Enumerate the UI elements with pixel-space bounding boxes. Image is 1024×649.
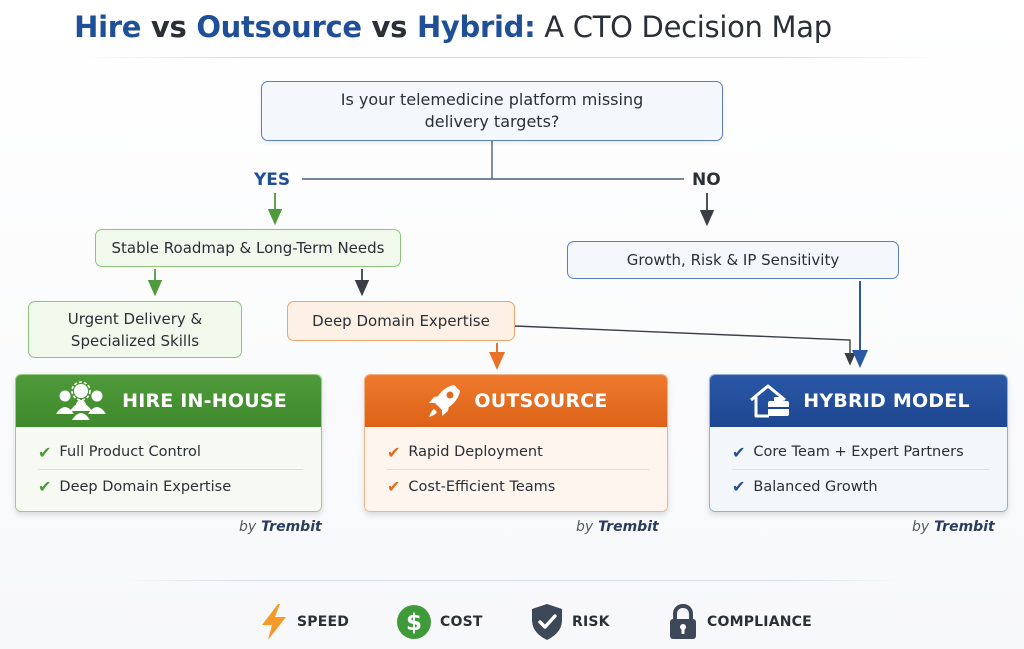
team-icon: [56, 381, 107, 420]
list-item: ✔ Core Team + Expert Partners: [732, 435, 989, 469]
byline-brand: Trembit: [934, 519, 995, 535]
byline-prefix: by: [239, 519, 257, 535]
check-icon: ✔: [732, 477, 746, 496]
shield-check-icon: [532, 604, 562, 640]
dollar-icon: $: [397, 605, 431, 639]
lightning-icon: [262, 604, 286, 640]
question-text: Is your telemedicine platform missing de…: [340, 90, 644, 131]
check-icon: ✔: [38, 442, 52, 462]
card-outsource-header: OUTSOURCE: [365, 375, 667, 427]
title-vs-1: vs: [141, 10, 197, 44]
node-growth-text: Growth, Risk & IP Sensitivity: [626, 251, 840, 269]
check-icon: ✔: [387, 477, 401, 496]
list-item-label: Full Product Control: [59, 444, 201, 460]
byline-prefix: by: [576, 519, 594, 535]
question-to-branches: [302, 141, 684, 180]
list-item-label: Rapid Deployment: [408, 444, 543, 460]
node-stable-text: Stable Roadmap & Long-Term Needs: [111, 239, 385, 257]
card-hybrid-list: ✔ Core Team + Expert Partners ✔ Balanced G…: [710, 427, 1007, 511]
title-hire: Hire: [74, 10, 142, 44]
legend-cost: $ COST: [396, 602, 483, 642]
list-item: ✔ Cost-Efficient Teams: [387, 469, 649, 503]
title-rest: A CTO Decision Map: [535, 10, 832, 44]
card-hire-title: HIRE IN-HOUSE: [122, 390, 287, 412]
legend-speed: SPEED: [259, 602, 349, 642]
card-hybrid-title: HYBRID MODEL: [803, 390, 970, 412]
decision-question: Is your telemedicine platform missing de…: [261, 81, 723, 141]
list-item: ✔ Full Product Control: [38, 435, 303, 469]
legend-speed-label: SPEED: [297, 614, 350, 630]
card-outsource-title: OUTSOURCE: [474, 390, 608, 412]
list-item-label: Core Team + Expert Partners: [753, 444, 964, 460]
card-outsource-list: ✔ Rapid Deployment ✔ Cost-Efficient Teams: [365, 427, 667, 511]
legend-divider: [120, 580, 904, 581]
padlock-icon: [670, 603, 696, 639]
legend-cost-label: COST: [440, 614, 483, 630]
title-hybrid: Hybrid:: [416, 10, 536, 44]
card-hybrid-header: HYBRID MODEL: [710, 375, 1007, 427]
title-divider: [80, 57, 940, 58]
page-title: Hire vs Outsource vs Hybrid: A CTO Decis…: [0, 10, 906, 44]
byline-brand: Trembit: [261, 519, 322, 535]
node-deep-domain: Deep Domain Expertise: [287, 301, 515, 341]
branch-no-label: NO: [692, 170, 721, 190]
node-deep-text: Deep Domain Expertise: [312, 312, 490, 330]
list-item-label: Cost-Efficient Teams: [408, 478, 556, 495]
check-icon: ✔: [387, 442, 401, 462]
list-item-label: Deep Domain Expertise: [59, 478, 232, 495]
title-outsource: Outsource: [196, 10, 362, 44]
check-icon: ✔: [732, 442, 746, 462]
legend-compliance: COMPLIANCE: [667, 602, 812, 642]
node-urgent-text: Urgent Delivery & Specialized Skills: [67, 309, 203, 350]
card-hire-header: HIRE IN-HOUSE: [16, 375, 321, 427]
node-growth-risk: Growth, Risk & IP Sensitivity: [567, 241, 899, 279]
rocket-icon: [429, 385, 461, 417]
byline-brand: Trembit: [598, 519, 659, 535]
card-hire-list: ✔ Full Product Control ✔ Deep Domain Exper…: [16, 427, 321, 511]
deep-to-hybrid-connector: [514, 325, 856, 366]
svg-text:$: $: [406, 610, 422, 636]
legend-risk-label: RISK: [572, 614, 610, 630]
card-hybrid-model: HYBRID MODEL ✔ Core Team + Expert Partner…: [709, 374, 1008, 512]
list-item: ✔ Balanced Growth: [732, 469, 989, 503]
legend-compliance-label: COMPLIANCE: [707, 614, 812, 630]
byline-prefix: by: [912, 519, 930, 535]
list-item: ✔ Rapid Deployment: [387, 435, 649, 469]
house-briefcase-icon: [750, 384, 790, 418]
list-item: ✔ Deep Domain Expertise: [38, 469, 303, 503]
card-outsource: OUTSOURCE ✔ Rapid Deployment ✔ Cost-Effici…: [364, 374, 668, 512]
list-item-label: Balanced Growth: [753, 478, 878, 495]
legend-risk: RISK: [530, 602, 610, 642]
card-hire-in-house: HIRE IN-HOUSE ✔ Full Product Control ✔ Dee…: [15, 374, 322, 512]
node-stable-roadmap: Stable Roadmap & Long-Term Needs: [95, 229, 401, 267]
check-icon: ✔: [38, 477, 52, 496]
node-urgent-delivery: Urgent Delivery & Specialized Skills: [28, 301, 242, 358]
branch-yes-label: YES: [254, 170, 291, 190]
title-vs-2: vs: [361, 10, 417, 44]
